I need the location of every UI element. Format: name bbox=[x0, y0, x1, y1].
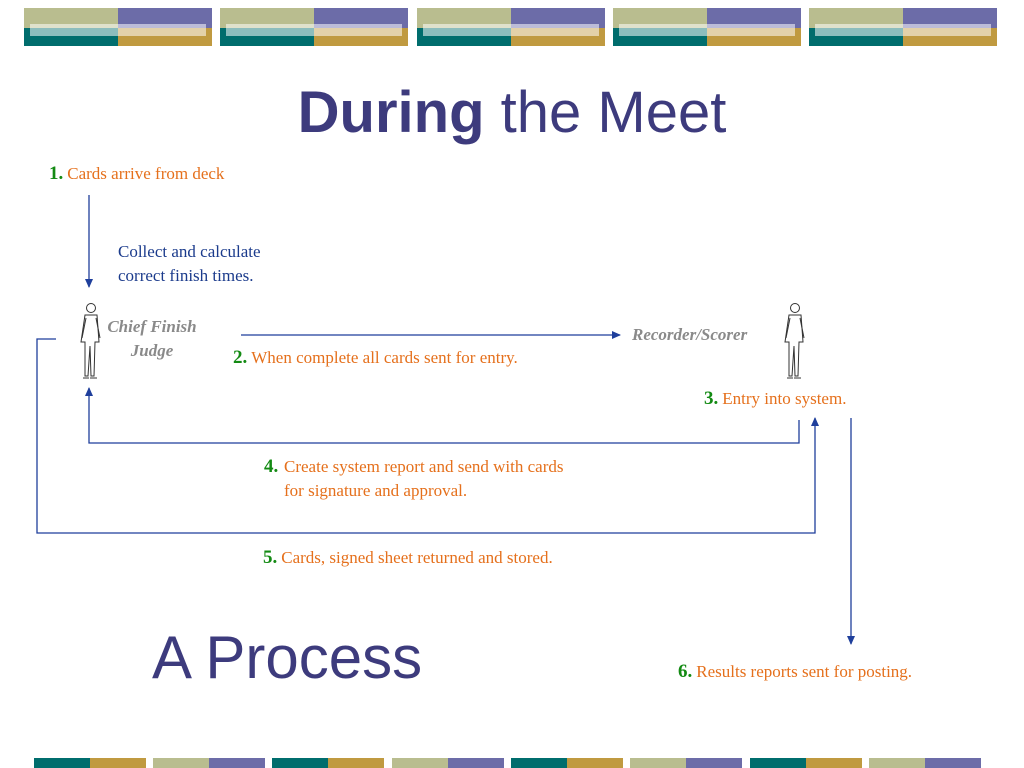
arrow-report-back-to-judge bbox=[85, 387, 800, 444]
flow-connectors bbox=[36, 195, 855, 645]
step-text: Create system report and send with cards… bbox=[284, 457, 564, 500]
step-3: 3. Entry into system. bbox=[704, 387, 846, 411]
step-number: 2. bbox=[233, 347, 248, 368]
step-text: Cards, signed sheet returned and stored. bbox=[281, 548, 553, 567]
banner-block bbox=[24, 8, 212, 46]
step-2: 2. When complete all cards sent for entr… bbox=[233, 346, 518, 370]
chief-finish-judge-figure-icon bbox=[80, 303, 101, 379]
slide-title-rest: the Meet bbox=[500, 80, 727, 145]
step-text: Cards arrive from deck bbox=[67, 164, 225, 183]
top-decorative-banner bbox=[24, 8, 997, 46]
arrow-signed-return-to-recorder bbox=[36, 338, 819, 534]
banner-block bbox=[613, 8, 801, 46]
slide-title-bold: During bbox=[297, 80, 485, 145]
role-chief-finish-judge: Chief Finish Judge bbox=[107, 317, 197, 360]
slide-title: During the Meet bbox=[0, 78, 1024, 148]
step-5: 5. Cards, signed sheet returned and stor… bbox=[263, 546, 553, 570]
role-recorder-scorer: Recorder/Scorer bbox=[632, 325, 748, 344]
step-number: 6. bbox=[678, 661, 693, 682]
recorder-scorer-figure-icon bbox=[784, 303, 805, 379]
step-1: 1. Cards arrive from deck bbox=[49, 162, 224, 186]
step-text: Results reports sent for posting. bbox=[696, 662, 913, 681]
step-text: Entry into system. bbox=[722, 389, 847, 408]
banner-block bbox=[220, 8, 408, 46]
banner-block bbox=[417, 8, 605, 46]
note-collect-finish-times: Collect and calculate correct finish tim… bbox=[118, 242, 261, 285]
step-number: 5. bbox=[263, 547, 278, 568]
step-number: 4. bbox=[264, 456, 279, 477]
step-number: 3. bbox=[704, 388, 719, 409]
step-number: 1. bbox=[49, 163, 64, 184]
step-text: When complete all cards sent for entry. bbox=[251, 348, 518, 367]
slide-subtitle: A Process bbox=[152, 624, 423, 691]
step-6: 6. Results reports sent for posting. bbox=[678, 660, 912, 684]
bottom-decorative-banner bbox=[34, 758, 981, 768]
banner-block bbox=[809, 8, 997, 46]
